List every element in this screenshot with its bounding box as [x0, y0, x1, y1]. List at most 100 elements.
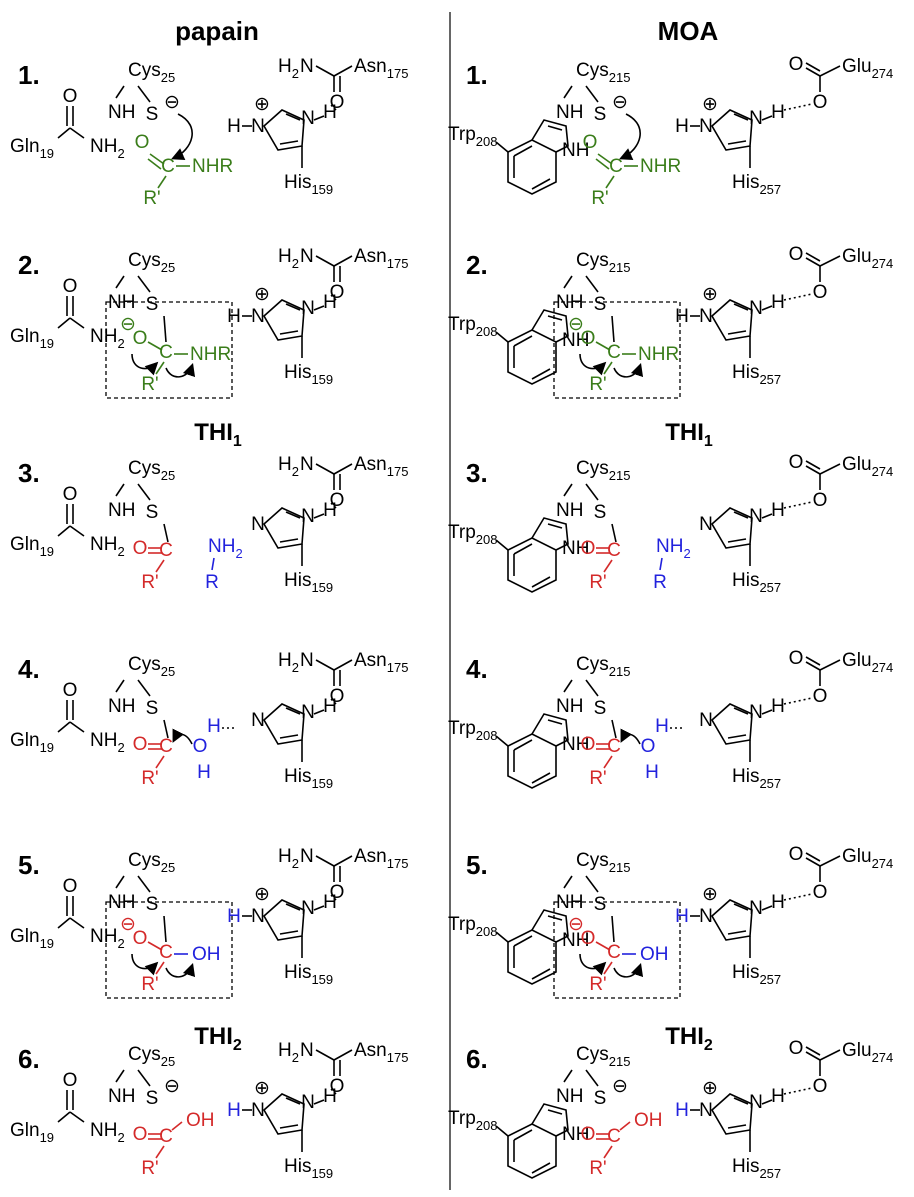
imidazole-double-bond — [733, 707, 749, 715]
indole-double-bond — [531, 1162, 551, 1174]
carbonyl-o: O — [581, 1124, 596, 1145]
glu-o2: O — [813, 92, 828, 113]
gln19-label: Gln19 — [10, 136, 54, 161]
rprime-bond — [603, 961, 613, 975]
glu-bond — [819, 463, 841, 475]
his-n-left: N — [699, 906, 713, 927]
indole-benzene-ring — [507, 733, 557, 789]
rprime-bond — [603, 1145, 613, 1159]
oxyanion-charge: ⊖ — [120, 314, 136, 335]
tetrahedral-c: C — [159, 342, 173, 363]
carbonyl-c: C — [609, 156, 623, 177]
his-hbond-dash — [329, 103, 337, 111]
step-number-2: 2. — [18, 250, 40, 280]
oxyanion-o: O — [133, 928, 148, 949]
rprime-group: R' — [589, 572, 606, 593]
glu-bond — [805, 661, 821, 671]
indole-nh: NH — [562, 330, 589, 351]
gln-carbonyl-o: O — [63, 86, 78, 107]
cys-sulfur: S — [594, 1088, 607, 1109]
thiolate-charge: ⊖ — [164, 92, 180, 113]
imidazole-ring — [262, 507, 305, 549]
rprime-group: R' — [589, 1158, 606, 1179]
gln-carbonyl-o: O — [63, 484, 78, 505]
asn-o: O — [330, 92, 345, 113]
water-attack-arrow — [172, 728, 193, 745]
cys-nh: NH — [108, 696, 135, 717]
indole-nh: NH — [562, 734, 589, 755]
plus-charge: ⊕ — [254, 1078, 270, 1099]
cys-nh: NH — [556, 500, 583, 521]
plus-charge: ⊕ — [254, 284, 270, 305]
imidazole-double-bond — [727, 330, 747, 335]
water-o: O — [193, 736, 208, 757]
carbonyl-bond — [147, 158, 162, 170]
asn-bond — [315, 255, 335, 267]
plus-charge: ⊕ — [702, 884, 718, 905]
asn-bond — [333, 65, 353, 77]
cys-backbone-bond — [563, 1069, 573, 1083]
leaving-arrow — [165, 362, 196, 378]
nh-bond — [313, 905, 325, 911]
imidazole-ring — [262, 1093, 305, 1135]
glu-o1: O — [789, 452, 804, 473]
thioester-bond — [611, 523, 617, 543]
indole-nh: NH — [562, 1124, 589, 1145]
cys215-label: Cys215 — [576, 850, 630, 875]
intermediate-box — [105, 901, 233, 999]
glu-bond — [805, 67, 821, 77]
glu-bond — [819, 659, 841, 671]
his-n-right: N — [301, 298, 315, 319]
rprime-group: R' — [141, 374, 158, 395]
tetrahedral-c: C — [159, 942, 173, 963]
acyl-c: C — [607, 540, 621, 561]
nh-bond — [761, 905, 773, 911]
step-number-5: 5. — [18, 850, 40, 880]
thioester-bond — [163, 719, 169, 739]
cys25-label: Cys25 — [128, 654, 175, 679]
his-n-right: N — [749, 702, 763, 723]
his-n-left: N — [699, 306, 713, 327]
indole-pyrrole-ring — [531, 1103, 569, 1137]
glu274-label: Glu274 — [842, 56, 893, 81]
his-label: His159 — [284, 962, 333, 987]
rprime-group: R' — [141, 572, 158, 593]
amine-bond — [659, 557, 663, 571]
rprime-bond — [155, 1145, 165, 1159]
asn175-label: Asn175 — [354, 846, 408, 871]
his-h-right: H — [323, 892, 337, 913]
his-h-right: H — [771, 892, 785, 913]
his-h-right: H — [323, 102, 337, 123]
cys-backbone-bond — [563, 483, 573, 497]
glu274-label: Glu274 — [842, 846, 893, 871]
collapse-arrow — [579, 953, 607, 976]
rprime-bond — [603, 755, 613, 769]
his-h-right: H — [771, 102, 785, 123]
gln19-label: Gln19 — [10, 326, 54, 351]
glu-o2: O — [813, 490, 828, 511]
cys-sidechain-bond — [137, 1069, 151, 1087]
plus-charge: ⊕ — [702, 284, 718, 305]
imidazole-double-bond — [727, 734, 747, 739]
hydroxyl-group: OH — [192, 944, 221, 965]
imidazole-double-bond — [285, 1097, 301, 1105]
header-moa: MOA — [658, 16, 719, 46]
imidazole-double-bond — [279, 538, 299, 543]
his-hbond-dash — [329, 293, 337, 301]
imidazole-double-bond — [279, 930, 299, 935]
his-n-right: N — [749, 298, 763, 319]
asn-h2n: H2 — [278, 56, 299, 81]
his-label: His257 — [732, 172, 781, 197]
indole-pyrrole-ring — [531, 909, 569, 943]
gln-carbonyl-o: O — [63, 680, 78, 701]
imidazole-double-bond — [733, 511, 749, 519]
rprime-group: R' — [141, 1158, 158, 1179]
nucleophilic-attack-arrow — [619, 113, 641, 160]
thioester-bond — [611, 719, 617, 739]
indole-double-bond — [513, 935, 533, 947]
indole-double-bond — [547, 125, 563, 131]
header-papain: papain — [175, 16, 259, 46]
his-n-left: N — [251, 514, 265, 535]
